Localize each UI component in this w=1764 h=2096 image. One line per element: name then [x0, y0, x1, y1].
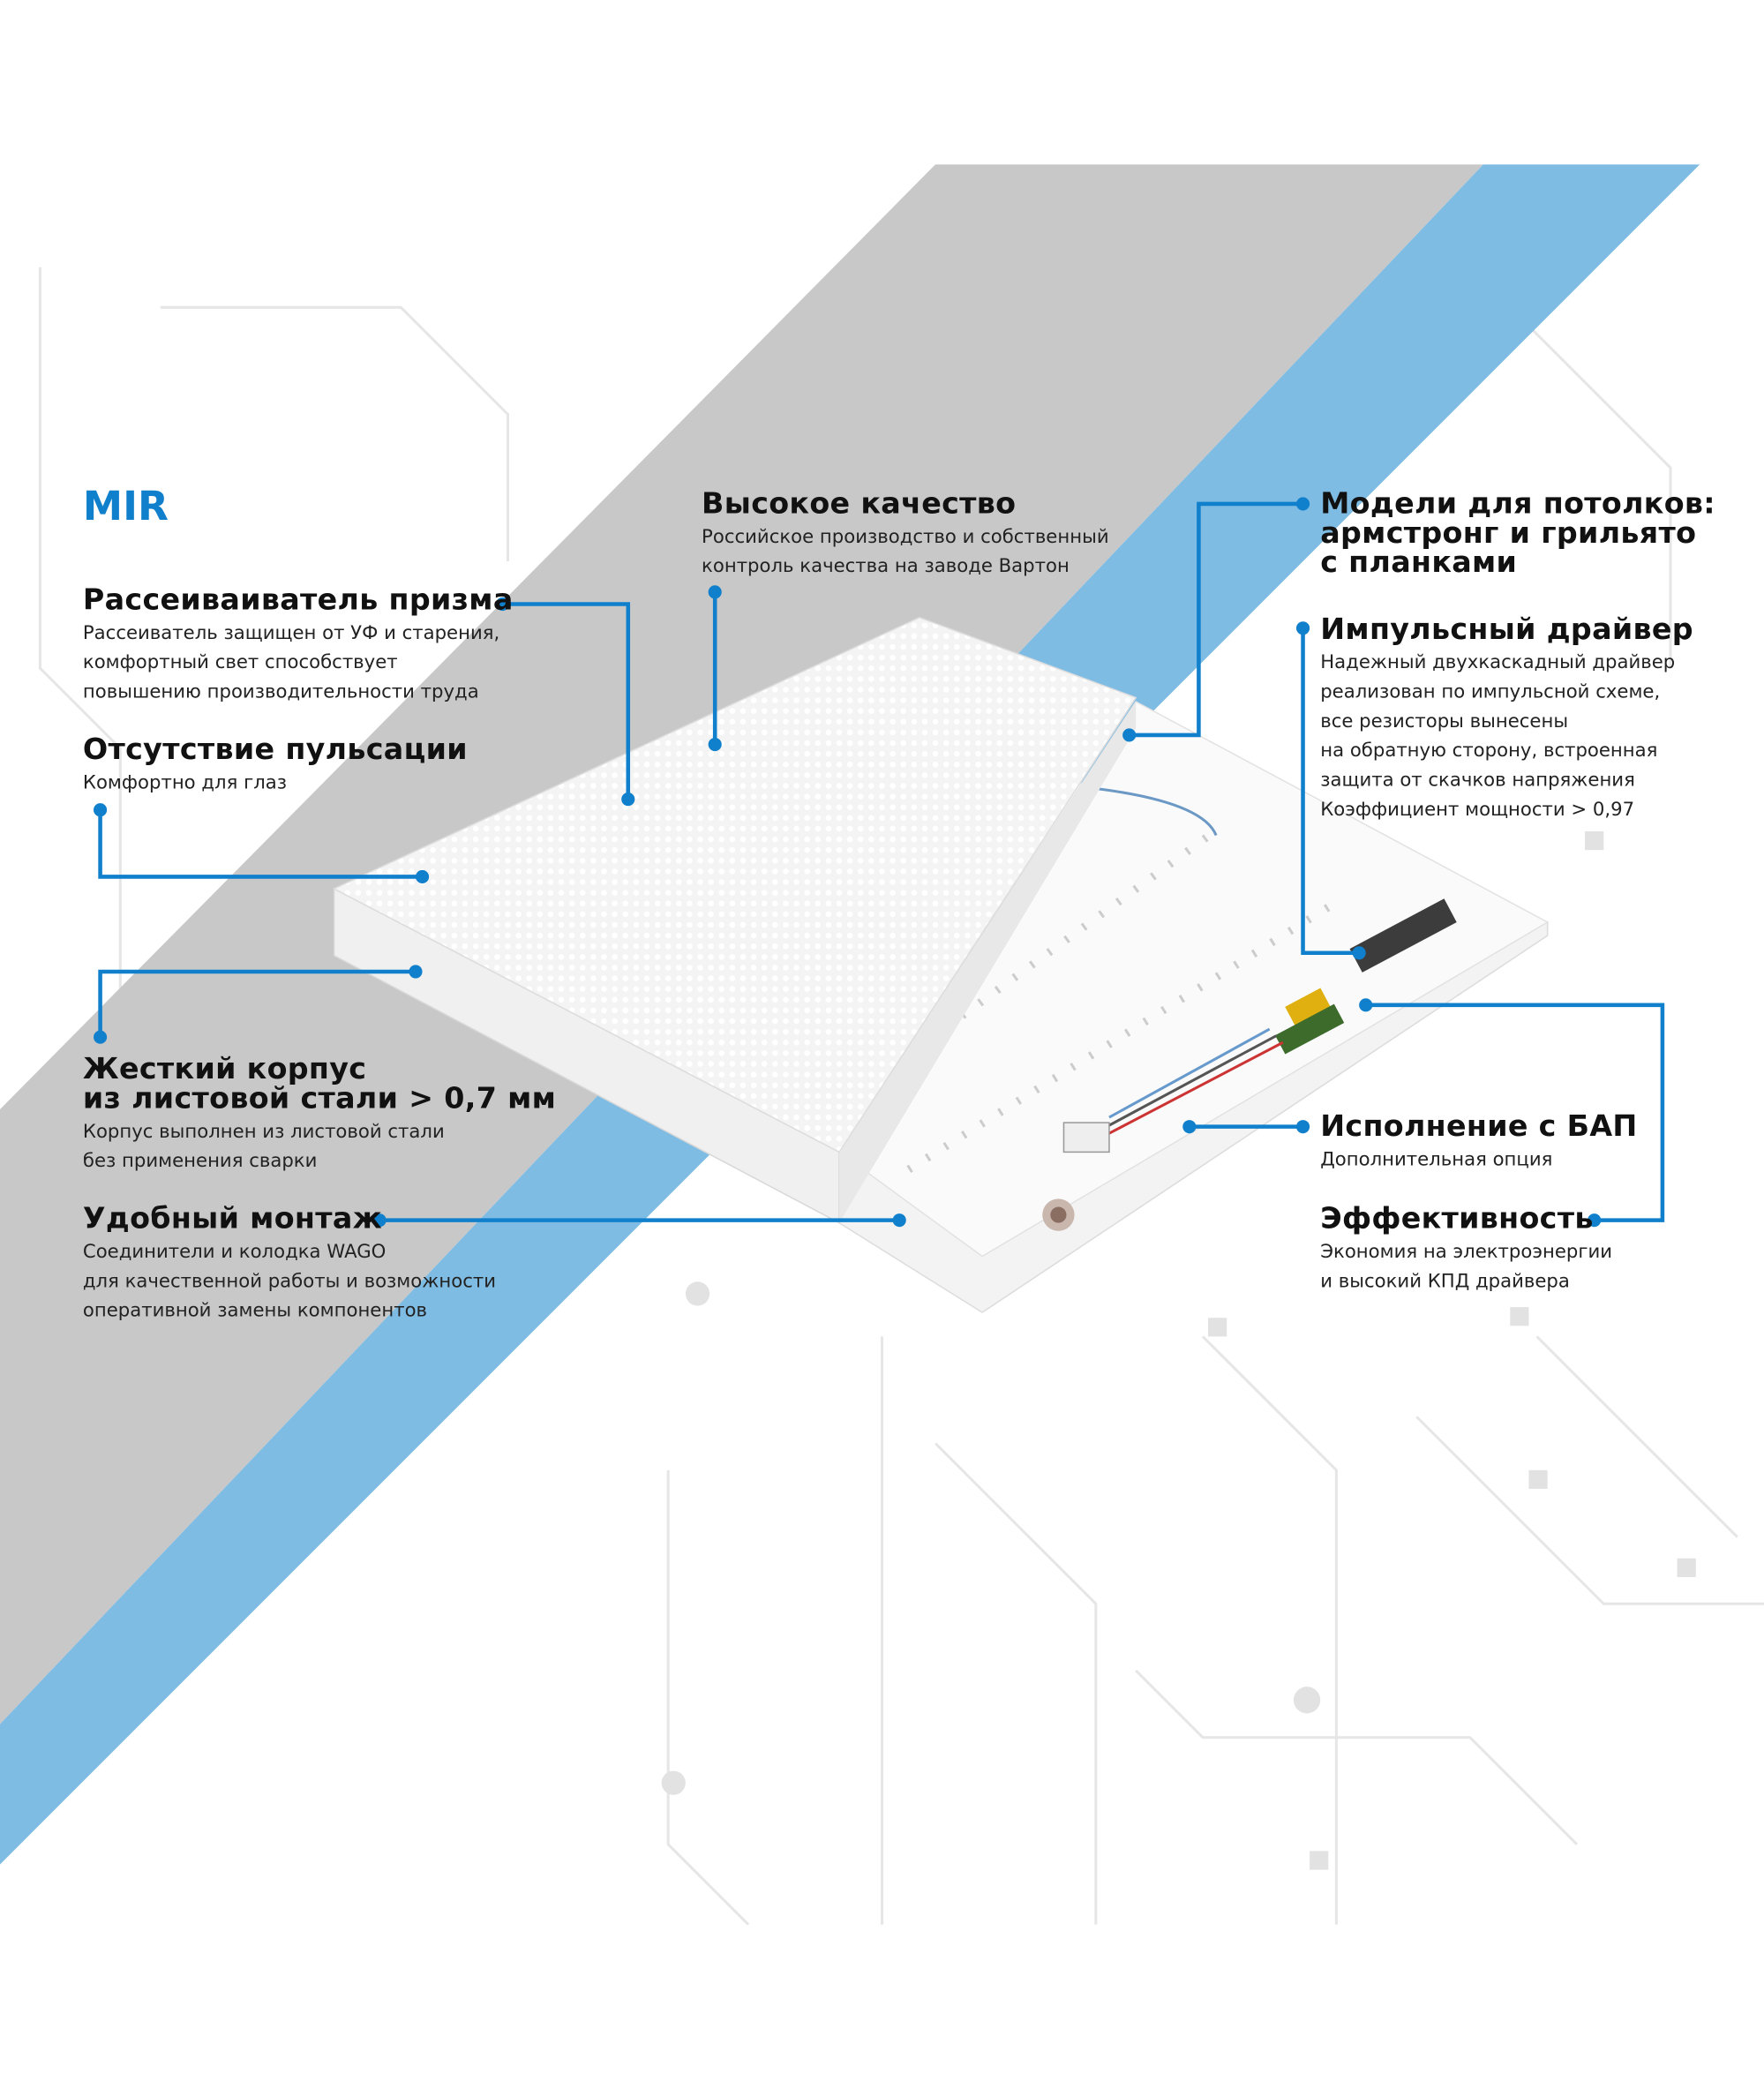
feature-title: Удобный монтаж	[82, 1202, 383, 1236]
leader-dots	[94, 497, 1602, 1228]
feature-title: с планками	[1320, 546, 1518, 581]
feature-text: защита от скачков напряжения	[1320, 770, 1635, 792]
feature-text: Надежный двухкаскадный драйвер	[1320, 652, 1676, 674]
feature-text: повышению производительности труда	[82, 681, 479, 703]
luminaire-illustration	[332, 616, 1550, 1314]
feature-text: и высокий КПД драйвера	[1320, 1271, 1570, 1293]
feature-text: Дополнительная опция	[1320, 1149, 1553, 1171]
feature-title: Жесткий корпус	[82, 1053, 367, 1087]
feature-efficiency: Эффективность Экономия на электроэнергии…	[1320, 1202, 1613, 1296]
feature-driver: Импульсный драйвер Надежный двухкаскадны…	[1320, 613, 1693, 824]
feature-text: оперативной замены компонентов	[82, 1300, 428, 1322]
feature-text: Экономия на электроэнергии	[1320, 1241, 1613, 1264]
feature-no-flicker: Отсутствие пульсации Комфортно для глаз	[83, 736, 468, 798]
feature-title: Рассеиваиватель призма	[82, 583, 514, 618]
feature-title: Эффективность	[1320, 1202, 1594, 1236]
feature-title: Отсутствие пульсации	[82, 733, 468, 768]
feature-ceilings: Модели для потолков: армстронг и грильят…	[1320, 487, 1715, 581]
feature-title: Модели для потолков:	[1320, 487, 1715, 522]
feature-text: Российское производство и собственный	[702, 526, 1109, 548]
feature-text: Рассеиватель защищен от УФ и старения,	[82, 622, 500, 644]
feature-text: контроль качества на заводе Вартон	[702, 555, 1070, 578]
feature-text: на обратную сторону, встроенная	[1320, 740, 1658, 763]
feature-emergency: Исполнение с БАП Дополнительная опция	[1320, 1113, 1637, 1175]
feature-title: из листовой стали > 0,7 мм	[82, 1082, 557, 1116]
feature-text: комфортный свет способствует	[82, 652, 398, 674]
feature-title: Высокое качество	[702, 487, 1017, 522]
feature-title: Импульсный драйвер	[1320, 613, 1693, 647]
feature-text: для качественной работы и возможности	[82, 1271, 497, 1293]
feature-text: Соединители и колодка WAGO	[82, 1241, 387, 1264]
feature-text: Корпус выполнен из листовой стали	[82, 1121, 445, 1143]
feature-title: армстронг и грильято	[1320, 517, 1697, 551]
brand-title: MIR	[82, 484, 169, 531]
feature-text: реализован по импульсной схеме,	[1320, 681, 1661, 703]
feature-text: без применения сварки	[82, 1150, 318, 1173]
feature-diffuser: Рассеиваиватель призма Рассеиватель защи…	[82, 583, 514, 707]
feature-text: Коэффициент мощности > 0,97	[1320, 799, 1635, 821]
feature-quality: Высокое качество Российское производство…	[702, 487, 1109, 582]
feature-mounting: Удобный монтаж Соединители и колодка WAG…	[82, 1202, 497, 1326]
feature-title: Исполнение с БАП	[1320, 1110, 1638, 1145]
feature-text: Комфортно для глаз	[82, 772, 288, 794]
leader-lines	[98, 501, 1665, 1222]
feature-text: все резисторы вынесены	[1320, 710, 1569, 732]
